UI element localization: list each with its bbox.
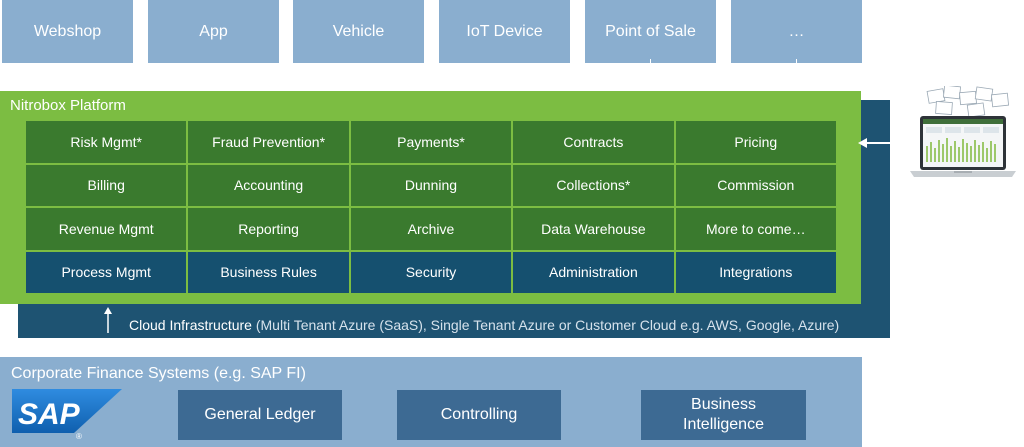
sap-logo: SAP ® (12, 389, 122, 441)
module-accounting: Accounting (188, 164, 349, 206)
left-arrow-icon (858, 138, 898, 148)
module-billing: Billing (26, 164, 187, 206)
module-revenue-mgmt: Revenue Mgmt (26, 208, 187, 250)
finance-title: Corporate Finance Systems (e.g. SAP FI) (11, 365, 306, 382)
controlling-label: Controlling (440, 406, 518, 423)
channel-webshop: Webshop (2, 0, 133, 63)
connector-tick (796, 59, 797, 63)
channel-label: … (788, 22, 805, 40)
module-commission: Commission (675, 164, 836, 206)
sap-logo-mark: ® (76, 432, 82, 441)
channels-row: Webshop App Vehicle IoT Device Point of … (0, 0, 1024, 64)
channel-label: App (199, 22, 228, 40)
module-business-rules: Business Rules (188, 251, 349, 293)
module-process-mgmt: Process Mgmt (26, 251, 187, 293)
module-dunning: Dunning (350, 164, 512, 206)
module-more-to-come: More to come… (675, 208, 836, 250)
channel-label: Vehicle (332, 22, 385, 40)
module-risk-mgmt: Risk Mgmt* (26, 121, 187, 163)
channel-iot-device: IoT Device (439, 0, 570, 63)
module-grid: Risk Mgmt* Fraud Prevention* Payments* C… (26, 121, 836, 293)
channel-label: Point of Sale (605, 22, 696, 40)
general-ledger-box: General Ledger (178, 390, 342, 440)
module-integrations: Integrations (675, 251, 836, 293)
module-data-warehouse: Data Warehouse (513, 208, 674, 250)
cloud-label: Cloud Infrastructure (129, 317, 252, 333)
nitrobox-platform: Nitrobox Platform Risk Mgmt* Fraud Preve… (0, 91, 861, 304)
channel-label: Webshop (33, 22, 102, 40)
connector-tick (650, 59, 651, 63)
module-security: Security (350, 251, 512, 293)
module-payments: Payments* (350, 121, 512, 163)
business-intelligence-box: Business Intelligence (641, 390, 806, 440)
cloud-infrastructure-label: Cloud Infrastructure (Multi Tenant Azure… (129, 317, 839, 333)
general-ledger-label: General Ledger (204, 406, 316, 423)
module-archive: Archive (350, 208, 512, 250)
channel-point-of-sale: Point of Sale (585, 0, 716, 63)
cloud-detail: (Multi Tenant Azure (SaaS), Single Tenan… (251, 317, 840, 333)
channel-app: App (148, 0, 279, 63)
module-fraud-prevention: Fraud Prevention* (188, 121, 349, 163)
module-contracts: Contracts (513, 121, 674, 163)
module-administration: Administration (513, 251, 674, 293)
laptop-dashboard-icon (910, 86, 1016, 177)
sap-logo-text: SAP (18, 398, 81, 431)
controlling-box: Controlling (397, 390, 561, 440)
up-arrow-icon (104, 307, 112, 333)
business-intelligence-label: Business Intelligence (683, 396, 764, 433)
module-collections: Collections* (513, 164, 674, 206)
channel-label: IoT Device (466, 22, 543, 40)
module-pricing: Pricing (675, 121, 836, 163)
channel-vehicle: Vehicle (293, 0, 424, 63)
corporate-finance-systems: Corporate Finance Systems (e.g. SAP FI) … (0, 357, 862, 447)
module-reporting: Reporting (188, 208, 349, 250)
channel-more: … (731, 0, 862, 63)
platform-title: Nitrobox Platform (10, 97, 126, 114)
